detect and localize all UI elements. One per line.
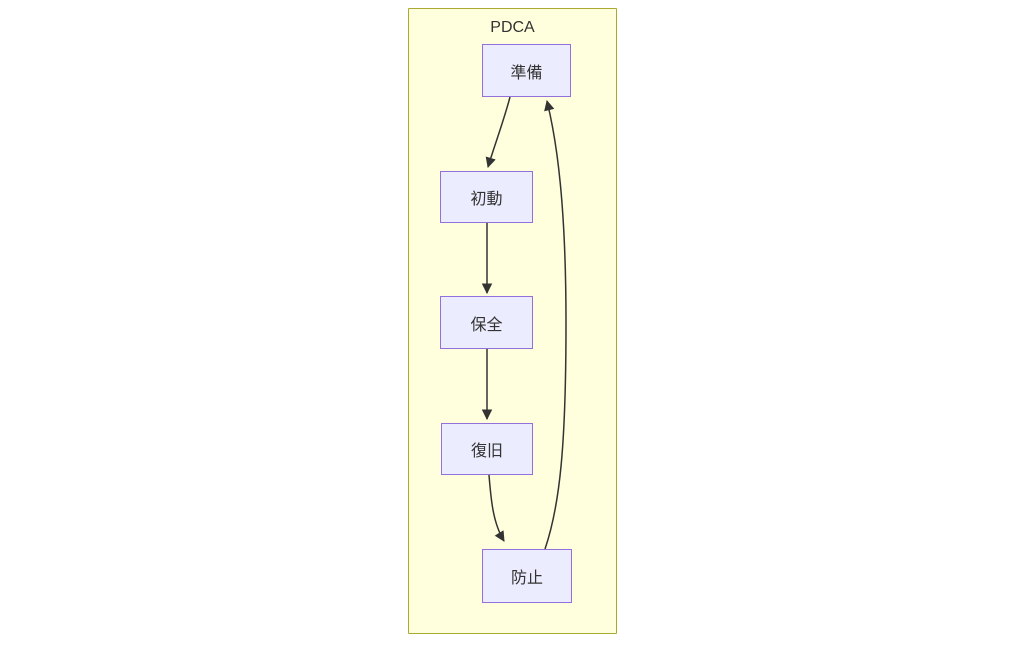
node-junbi: 準備 xyxy=(482,44,571,97)
node-fukkyu: 復旧 xyxy=(441,423,533,475)
cluster-title: PDCA xyxy=(490,19,535,36)
node-shodo: 初動 xyxy=(440,171,533,223)
node-boshi: 防止 xyxy=(482,549,572,603)
node-hozen: 保全 xyxy=(440,296,533,349)
